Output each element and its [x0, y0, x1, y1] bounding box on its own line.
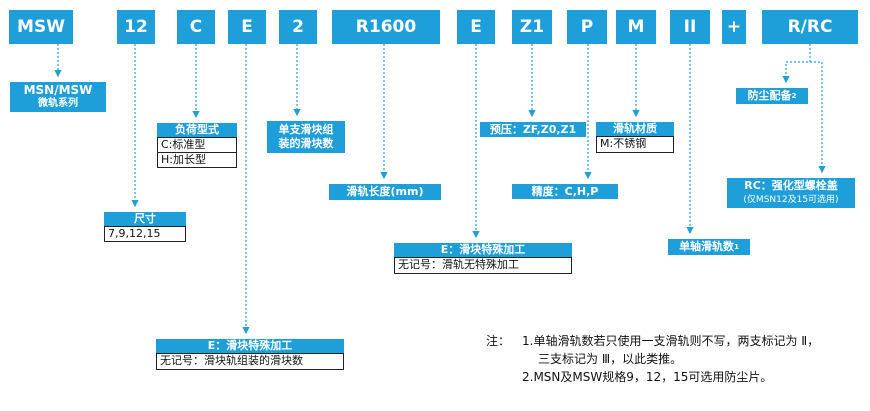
label-load-title: 负荷型式 [157, 123, 237, 137]
note-1-line2: 三支标记为 Ⅲ，以此类推。 [538, 352, 683, 366]
label-block-special-title: E：滑块特殊加工 [156, 339, 344, 353]
label-block-count: 单支滑块组 装的滑块数 [267, 121, 345, 153]
label-material-title: 滑轨材质 [596, 122, 674, 136]
code-size: 12 [117, 10, 155, 44]
label-rail-count-sup: 1 [734, 243, 739, 251]
code-msw: MSW [9, 10, 73, 44]
label-series: MSN/MSW 微轨系列 [10, 82, 106, 112]
label-rail-special-title: E：滑块特殊加工 [394, 243, 572, 257]
label-rail-count-text: 单轴滑轨数 [679, 240, 735, 253]
label-load-value-h: H:加长型 [157, 152, 237, 168]
label-rc-line2: (仅MSN12及15可选用) [743, 195, 839, 205]
code-load-type: C [177, 10, 215, 44]
code-preload: Z1 [512, 10, 552, 44]
label-material-value: M:不锈钢 [596, 136, 674, 153]
label-rail-special-value: 无记号：滑轨无特殊加工 [394, 257, 572, 274]
label-size-title: 尺寸 [104, 212, 186, 226]
label-block-count-line2: 装的滑块数 [278, 137, 334, 150]
label-rc: RC：强化型螺栓盖 (仅MSN12及15可选用) [727, 178, 855, 208]
code-plus: + [722, 10, 746, 44]
code-accuracy: P [567, 10, 607, 44]
connector-dust [782, 44, 811, 84]
label-dust-sup: 2 [791, 92, 797, 100]
label-dust-text: 防尘配备 [747, 89, 792, 102]
label-rail-length: 滑轨长度(mm) [329, 184, 441, 200]
code-rail-special: E [457, 10, 495, 44]
code-block-count: 2 [279, 10, 317, 44]
label-block-special-value: 无记号：滑块轨组装的滑块数 [156, 353, 344, 370]
note-1-line1: 1.单轴滑轨数若只使用一支滑轨则不写，两支标记为 Ⅱ， [522, 334, 820, 348]
notes: 注： 1.单轴滑轨数若只使用一支滑轨则不写，两支标记为 Ⅱ， 三支标记为 Ⅲ，以… [486, 332, 819, 386]
connector-rc [810, 61, 826, 174]
label-series-line1: MSN/MSW [23, 83, 93, 97]
label-preload: 预压：ZF,Z0,Z1 [480, 122, 586, 137]
code-material: M [616, 10, 656, 44]
code-rail-length: R1600 [332, 10, 440, 44]
notes-prefix: 注： [486, 334, 511, 348]
label-block-count-line1: 单支滑块组 [278, 123, 334, 136]
label-rc-line1: RC：强化型螺栓盖 [744, 179, 838, 192]
label-load-value-c: C:标准型 [157, 137, 237, 153]
code-rail-count: II [670, 10, 710, 44]
note-2: 2.MSN及MSW规格9，12，15可选用防尘片。 [522, 370, 773, 384]
label-size-value: 7,9,12,15 [104, 226, 186, 242]
code-block-special: E [228, 10, 266, 44]
label-series-line2: 微轨系列 [38, 98, 78, 109]
code-rrc: R/RC [762, 10, 858, 44]
label-accuracy: 精度：C,H,P [512, 184, 618, 199]
